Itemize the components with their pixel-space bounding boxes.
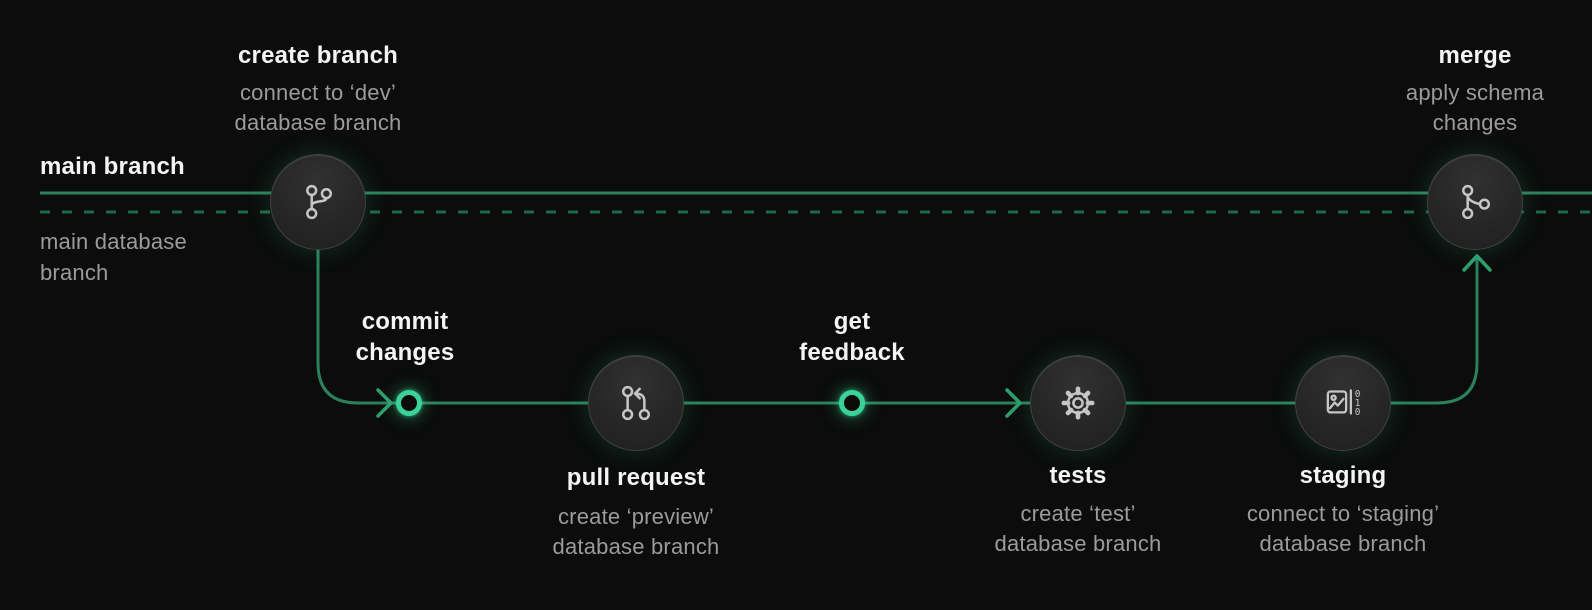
main-branch-text: main branch	[40, 153, 185, 180]
staging-label: staging connect to ‘staging’ database br…	[1193, 461, 1493, 559]
arrow-right-commit-icon	[376, 388, 393, 418]
tests-label: tests create ‘test’ database branch	[928, 461, 1228, 559]
main-database-branch-label: main database branch	[40, 226, 220, 288]
create-branch-title: create branch	[237, 42, 398, 69]
image-data-icon: 0 1 0	[1326, 389, 1361, 418]
svg-text:0: 0	[1355, 389, 1361, 400]
create-branch-label: create branch connect to ‘dev’ database …	[158, 41, 478, 138]
arrow-right-tests-icon	[1005, 388, 1022, 418]
svg-text:0: 0	[1355, 407, 1361, 418]
main-database-branch-text: main database branch	[40, 229, 187, 285]
pull-request-label: pull request create ‘preview’ database b…	[486, 463, 786, 562]
merge-subtitle: apply schema changes	[1405, 80, 1545, 135]
svg-text:1: 1	[1355, 398, 1361, 409]
main-branch-label: main branch	[40, 152, 280, 182]
arrow-up-merge-icon	[1462, 254, 1492, 272]
pull-request-subtitle: create ‘preview’ database branch	[552, 504, 720, 559]
tests-title: tests	[1049, 462, 1107, 489]
commit-changes-ring	[396, 390, 422, 416]
get-feedback-ring	[839, 390, 865, 416]
merge-title: merge	[1438, 42, 1512, 69]
staging-subtitle: connect to ‘staging’ database branch	[1246, 501, 1440, 556]
commit-changes-label: commit changes	[355, 308, 455, 366]
feature-branch-line	[316, 250, 1479, 405]
get-feedback-label: get feedback	[799, 308, 905, 366]
gear-icon	[1061, 386, 1095, 420]
create-branch-subtitle: connect to ‘dev’ database branch	[234, 80, 402, 135]
tests-subtitle: create ‘test’ database branch	[994, 501, 1162, 556]
git-pull-request-icon	[621, 385, 651, 421]
merge-label: merge apply schema changes	[1315, 41, 1592, 138]
git-branch-icon	[306, 184, 333, 220]
tests-node	[1030, 355, 1126, 451]
git-merge-icon	[1462, 184, 1491, 220]
staging-title: staging	[1299, 462, 1387, 489]
pull-request-node	[588, 355, 684, 451]
create-branch-node	[270, 154, 366, 250]
pull-request-title: pull request	[566, 464, 706, 491]
merge-node	[1427, 154, 1523, 250]
staging-node: 0 1 0	[1295, 355, 1391, 451]
